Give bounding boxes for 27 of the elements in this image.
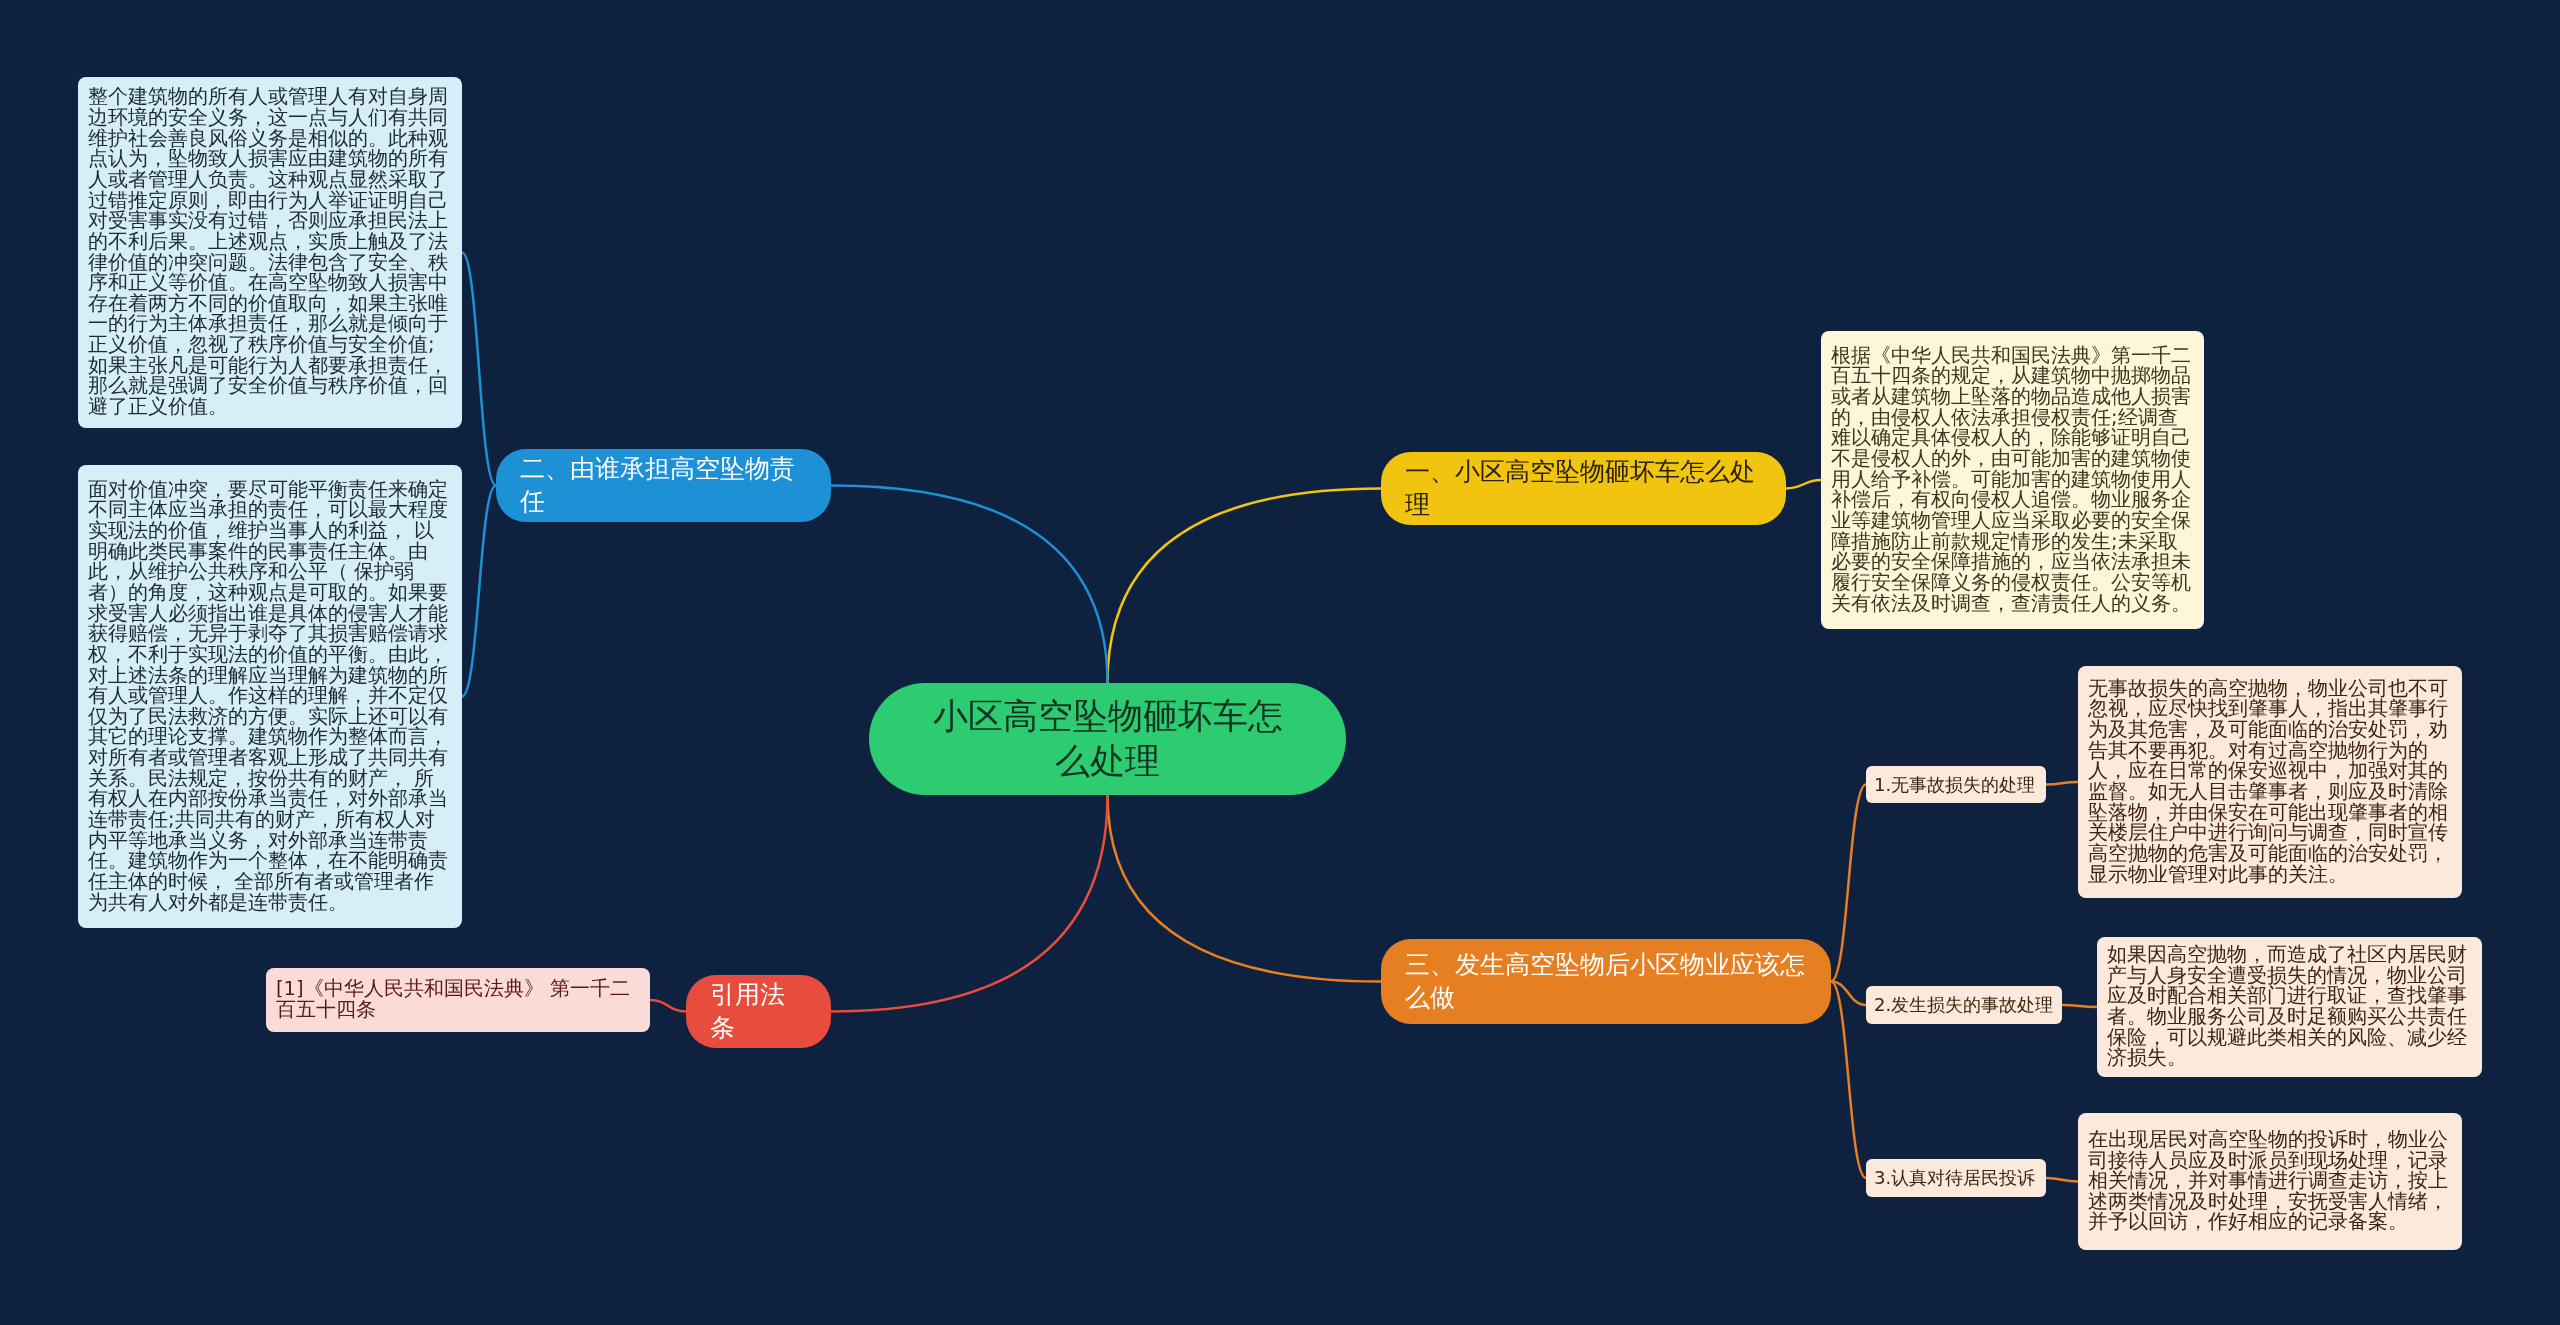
connector-line — [2045, 1176, 2079, 1183]
note-box: [1]《中华人民共和国民法典》 第一千二百五十四条 — [266, 968, 650, 1032]
note-box: 根据《中华人民共和国民法典》第一千二百五十四条的规定，从建筑物中抛掷物品或者从建筑物上坠落的物品造成他人损害的，由侵权人依法承担侵权责任;经调查难以确定具体侵权人的，除能够证明自己不是侵权人的外，由可能加害的建筑物使用人给予补偿。可能加害的建筑物使用人补偿后，有权向侵权人追偿。物业服务企业等建筑物管理人应当采取必要的安全保障措施防止前款规定情形的发生;未采取必要的安全保障措施的，应当依法承担未履行安全保障义务的侵权责任。公安等机关有依法及时调查，查清责任人的义务。 — [1821, 331, 2204, 629]
connector-line — [1785, 478, 1822, 490]
connector-line — [461, 251, 497, 487]
subtopic-box: 1.无事故损失的处理 — [1866, 766, 2046, 803]
connector-line — [461, 484, 497, 698]
branch-box: 引用法条 — [686, 975, 831, 1048]
connector-line — [1830, 980, 1867, 1179]
connector-line — [1830, 980, 1867, 1007]
connector-line — [649, 998, 687, 1013]
connector-line — [830, 484, 1109, 684]
connector-line — [1830, 783, 1867, 983]
branch-box: 一、小区高空坠物砸坏车怎么处理 — [1381, 452, 1786, 525]
note-box: 整个建筑物的所有人或管理人有对自身周边环境的安全义务，这一点与人们有共同维护社会善良风俗义务是相似的。此种观点认为，坠物致人损害应由建筑物的所有人或者管理人负责。这种观点显然采取了过错推定原则，即由行为人举证证明自己对受害事实没有过错，否则应承担民法上的不利后果。上述观点，实质上触及了法律价值的冲突问题。法律包含了安全、秩序和正义等价值。在高空坠物致人损害中存在着两方不同的价值取向，如果主张唯一的行为主体承担责任，那么就是倾向于正义价值，忽视了秩序价值与安全价值;如果主张凡是可能行为人都要承担责任，那么就是强调了安全价值与秩序价值，回避了正义价值。 — [78, 77, 462, 428]
connector-line — [830, 794, 1109, 1013]
note-box: 在出现居民对高空坠物的投诉时，物业公司接待人员应及时派员到现场处理，记录相关情况，并对事情进行调查走访，按上述两类情况及时处理，安抚受害人情绪，并予以回访，作好相应的记录备案。 — [2078, 1113, 2462, 1250]
connector-line — [2046, 780, 2078, 786]
note-box: 面对价值冲突，要尽可能平衡责任来确定不同主体应当承担的责任，可以最大程度实现法的价值，维护当事人的利益， 以明确此类民事案件的民事责任主体。由此，从维护公共秩序和公平（ 保护弱者）的角度，这种观点是可取的。如果要求受害人必须指出谁是具体的侵害人才能获得赔偿，无异于剥夺了其损害赔偿请求权，不利于实现法的价值的平衡。由此，对上述法条的理解应当理解为建筑物的所有人或管理人。作这样的理解，并不定仅仅为了民法救济的方便。实际上还可以有其它的理论支撑。建筑物作为整体而言，对所有者或管理者客观上形成了共同共有关系。民法规定，按份共有的财产， 所有权人在内部按份承当责任，对外部承当连带责任;共同共有的财产，所有权人对内平等地承当义务，对外部承当连带责任。建筑物作为一个整体，在不能明确责任主体的时候， 全部所有者或管理者作为共有人对外都是连带责任。 — [78, 465, 462, 928]
subtopic-box: 3.认真对待居民投诉 — [1866, 1159, 2046, 1197]
branch-box: 三、发生高空坠物后小区物业应该怎么做 — [1381, 939, 1831, 1024]
note-box: 无事故损失的高空抛物，物业公司也不可忽视，应尽快找到肇事人，指出其肇事行为及其危害，及可能面临的治安处罚，劝告其不要再犯。对有过高空抛物行为的人，应在日常的保安巡视中，加强对其的监督。如无人目击肇事者，则应及时清除坠落物，并由保安在可能出现肇事者的相关楼层住户中进行询问与调查，同时宣传高空抛物的危害及可能面临的治安处罚，显示物业管理对此事的关注。 — [2078, 666, 2462, 898]
branch-box: 二、由谁承担高空坠物责任 — [496, 449, 831, 522]
connector-line — [2062, 1003, 2097, 1009]
note-box: 如果因高空抛物，而造成了社区内居民财产与人身安全遭受损失的情况，物业公司应及时配合相关部门进行取证，查找肇事者。物业服务公司及时足额购买公共责任保险，可以规避此类相关的风险、减少经济损失。 — [2097, 937, 2482, 1077]
subtopic-box: 2.发生损失的事故处理 — [1866, 986, 2062, 1024]
topic-box: 小区高空坠物砸坏车怎么处理 — [869, 683, 1346, 795]
